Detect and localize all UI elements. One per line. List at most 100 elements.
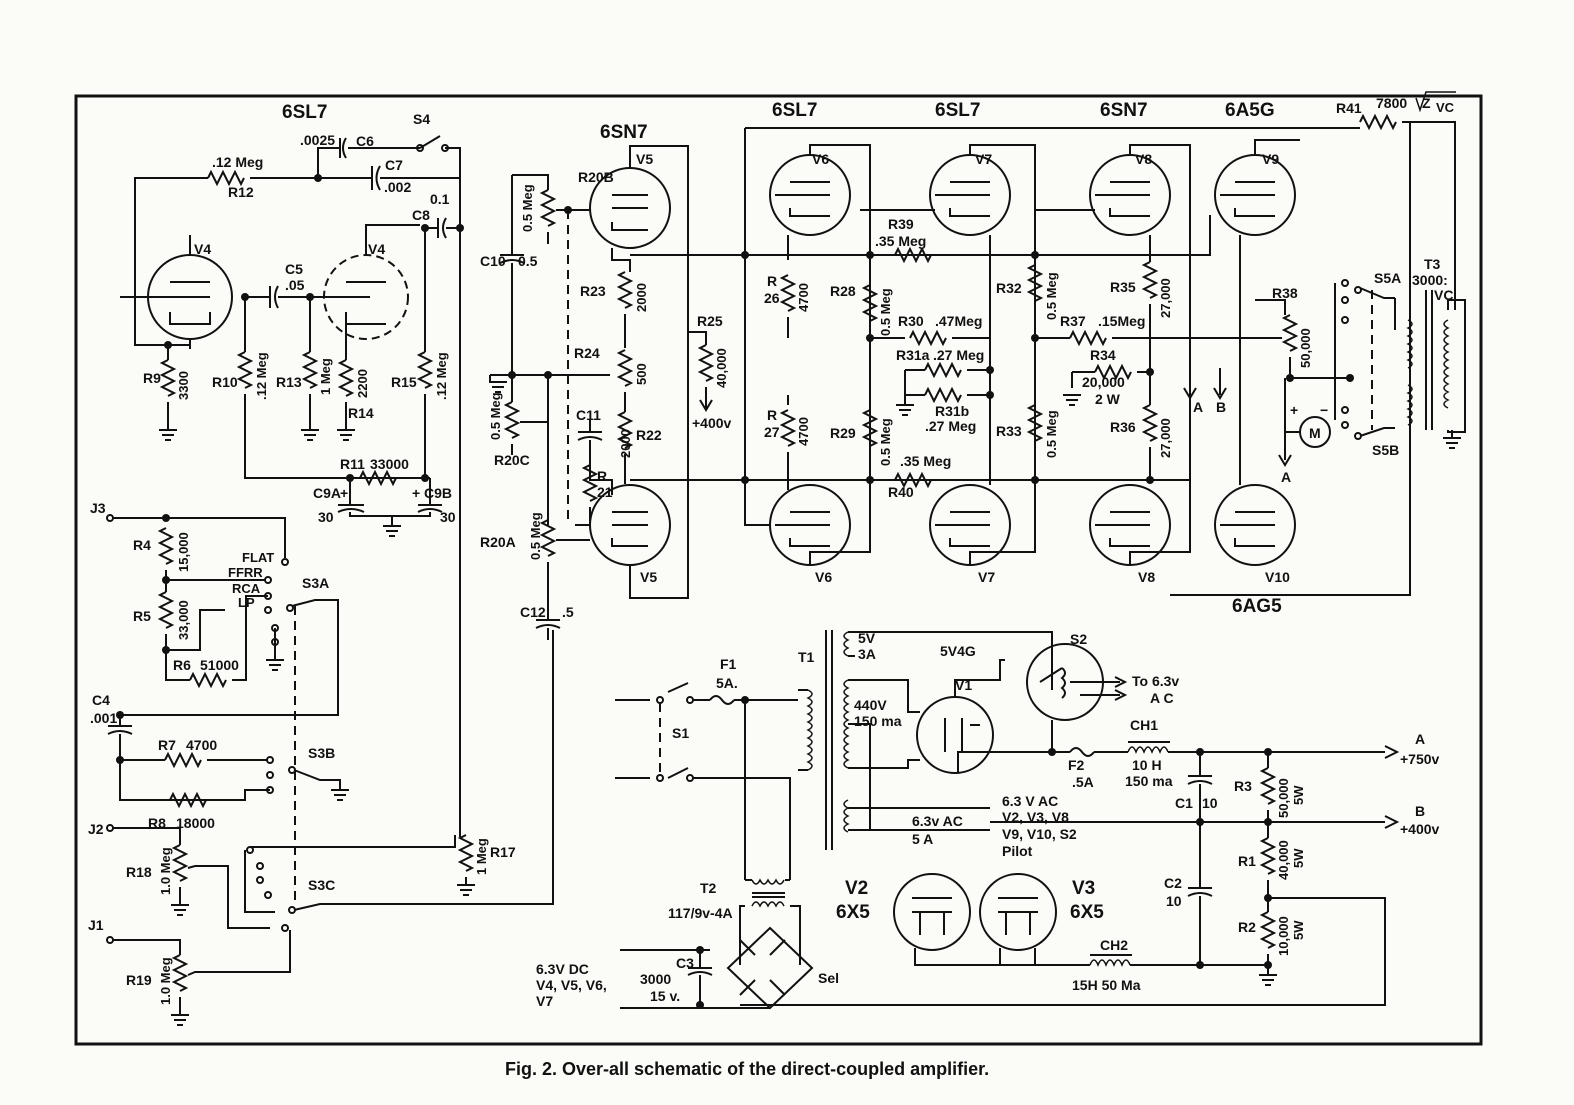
component-value: .002: [384, 179, 411, 195]
component-label: S4: [413, 111, 430, 127]
component-value: 0.5 Meg: [520, 184, 535, 232]
component-label: R18: [126, 864, 152, 880]
switch-position: LP: [238, 595, 255, 610]
component-value: .0025: [300, 132, 335, 148]
component-value: 4700: [796, 417, 811, 446]
component-label: R17: [490, 844, 516, 860]
component-value: 18000: [176, 815, 215, 831]
component-label: C11: [576, 407, 601, 423]
tube-label: V8: [1135, 151, 1152, 167]
component-label: R24: [574, 345, 600, 361]
jack-label: J1: [88, 917, 104, 933]
component-label: R14: [348, 405, 374, 421]
component-label: R8: [148, 815, 166, 831]
component-value: 30: [440, 509, 456, 525]
component-value: VC: [1434, 287, 1453, 303]
component-value: 27,000: [1158, 278, 1173, 318]
tube-type-label: 6SL7: [282, 102, 327, 123]
component-label: R34: [1090, 347, 1116, 363]
tube-label: V9: [1262, 151, 1279, 167]
component-label: R5: [133, 608, 151, 624]
component-label: C1: [1175, 795, 1193, 811]
component-value: 5V: [858, 630, 876, 646]
tube-type-label: 6SN7: [600, 122, 648, 143]
component-label: R10: [212, 374, 238, 390]
component-label: T1: [798, 649, 815, 665]
component-value: .27 Meg: [925, 418, 976, 434]
component-value: 0.1: [430, 191, 450, 207]
component-value: 440V: [854, 697, 887, 713]
component-value: 2200: [355, 369, 370, 398]
component-value: 10,000: [1276, 916, 1291, 956]
component-label: S2: [1070, 631, 1087, 647]
output-label: A: [1415, 731, 1425, 747]
component-label: R38: [1272, 285, 1298, 301]
component-label: R32: [996, 280, 1022, 296]
tube-type-label: 6X5: [1070, 902, 1104, 923]
component-value: .001: [90, 710, 117, 726]
component-value: 10 H: [1132, 757, 1162, 773]
component-label: R: [597, 468, 607, 484]
component-label: R35: [1110, 279, 1136, 295]
component-value: 10: [1166, 893, 1182, 909]
component-label: S5B: [1372, 442, 1399, 458]
component-value: 50,000: [1276, 778, 1291, 818]
component-value: .12 Meg: [254, 352, 269, 400]
component-label: CH1: [1130, 717, 1158, 733]
component-label: 21: [597, 484, 613, 500]
component-value: 5 A: [912, 831, 933, 847]
tube-label: V2: [845, 878, 868, 899]
component-label: R19: [126, 972, 152, 988]
component-value: 500: [634, 363, 649, 385]
v4-stage: [120, 135, 464, 835]
tube-label: V5: [640, 569, 657, 585]
component-label: C8: [412, 207, 430, 223]
switch-position: FFRR: [228, 565, 263, 580]
supply-label: V7: [536, 993, 553, 1009]
component-label: R3: [1234, 778, 1252, 794]
svg-text:+: +: [1290, 402, 1298, 418]
component-label: R25: [697, 313, 723, 329]
component-label: S3C: [308, 877, 335, 893]
component-value: 27,000: [1158, 418, 1173, 458]
component-value: 7800: [1376, 95, 1407, 111]
component-value: 3A: [858, 646, 876, 662]
tube-label: V1: [955, 677, 972, 693]
component-value: 1.0 Meg: [158, 957, 173, 1005]
component-label: S3A: [302, 575, 329, 591]
svg-text:−: −: [1320, 402, 1328, 418]
component-value: 15,000: [176, 532, 191, 572]
figure-caption: Fig. 2. Over-all schematic of the direct…: [505, 1059, 989, 1079]
tube-type-label: 6SL7: [935, 100, 980, 121]
component-label: C12: [520, 604, 546, 620]
component-value: 20,000: [1082, 374, 1125, 390]
equalizer-network: [106, 514, 554, 1026]
component-value: 0.5 Meg: [878, 418, 893, 466]
svg-text:+: +: [340, 485, 348, 501]
component-label: R39: [888, 216, 914, 232]
component-value: 6.3v AC: [912, 813, 963, 829]
component-value: 4700: [796, 283, 811, 312]
tube-label: V4: [368, 241, 385, 257]
component-label: 26: [764, 290, 780, 306]
node-label: B: [1216, 399, 1226, 415]
component-value: 0.5: [518, 253, 538, 269]
component-value: .15Meg: [1098, 313, 1145, 329]
svg-text:+: +: [412, 485, 420, 501]
meter-label: M: [1309, 425, 1321, 441]
component-label: R13: [276, 374, 302, 390]
component-value: 40,000: [1276, 840, 1291, 880]
component-label: S1: [672, 725, 689, 741]
component-label: R11: [340, 456, 365, 472]
component-value: 2000: [634, 283, 649, 312]
component-value: 0.5 Meg: [1044, 272, 1059, 320]
component-label: C4: [92, 692, 110, 708]
component-value: .5A: [1072, 774, 1094, 790]
v5-stage: [488, 145, 1190, 640]
tube-label: V10: [1265, 569, 1290, 585]
tube-type-label: 6SL7: [772, 100, 817, 121]
component-label: R40: [888, 484, 914, 500]
component-label: Sel: [818, 970, 839, 986]
component-label: R1: [1238, 853, 1256, 869]
component-label: R7: [158, 737, 176, 753]
